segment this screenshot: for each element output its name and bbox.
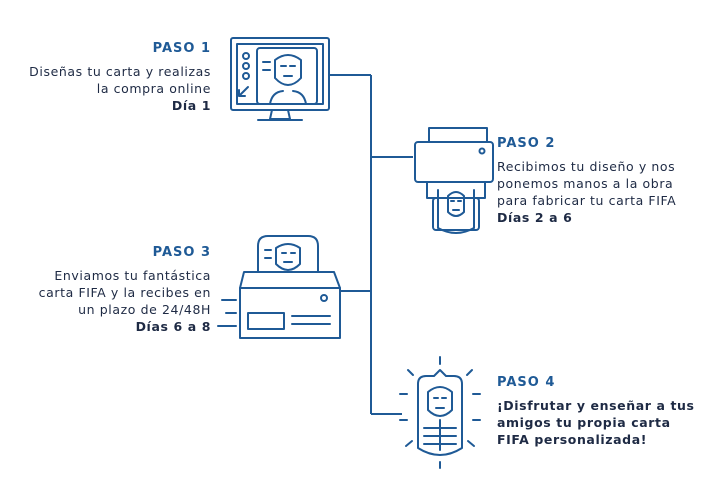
step-1: PASO 1 Diseñas tu carta y realizas la co… <box>10 41 211 114</box>
step-2-line-3: para fabricar tu carta FIFA <box>497 193 677 208</box>
step-3-line-2: carta FIFA y la recibes en <box>38 285 211 300</box>
step-1-line-2: la compra online <box>96 81 211 96</box>
step-3-line-1: Enviamos tu fantástica <box>54 268 211 283</box>
printer-icon <box>414 127 494 234</box>
step-2-line-2: ponemos manos a la obra <box>497 176 674 191</box>
step-1-line-1: Diseñas tu carta y realizas <box>29 64 211 79</box>
monitor-icon <box>230 37 330 121</box>
step-4-line-3: FIFA personalizada! <box>497 432 648 447</box>
step-4-title: PASO 4 <box>497 375 556 390</box>
step-2-line-1: Recibimos tu diseño y nos <box>497 159 676 174</box>
step-1-days: Día 1 <box>171 98 211 113</box>
step-4: PASO 4 ¡Disfrutar y enseñar a tus amigos… <box>497 375 712 448</box>
step-2-days: Días 2 a 6 <box>497 210 573 225</box>
step-3-days: Días 6 a 8 <box>135 319 211 334</box>
step-3-line-3: un plazo de 24/48H <box>78 302 211 317</box>
step-2-title: PASO 2 <box>497 136 556 151</box>
step-2: PASO 2 Recibimos tu diseño y nos ponemos… <box>497 136 712 226</box>
step-1-title: PASO 1 <box>152 41 211 56</box>
connector-lines <box>330 74 413 415</box>
step-3: PASO 3 Enviamos tu fantástica carta FIFA… <box>10 245 211 335</box>
step-3-title: PASO 3 <box>152 245 211 260</box>
shipping-box-icon <box>217 235 341 339</box>
step-4-line-2: amigos tu propia carta <box>497 415 671 430</box>
shining-card-icon <box>399 356 481 469</box>
step-4-line-1: ¡Disfrutar y enseñar a tus <box>497 398 695 413</box>
